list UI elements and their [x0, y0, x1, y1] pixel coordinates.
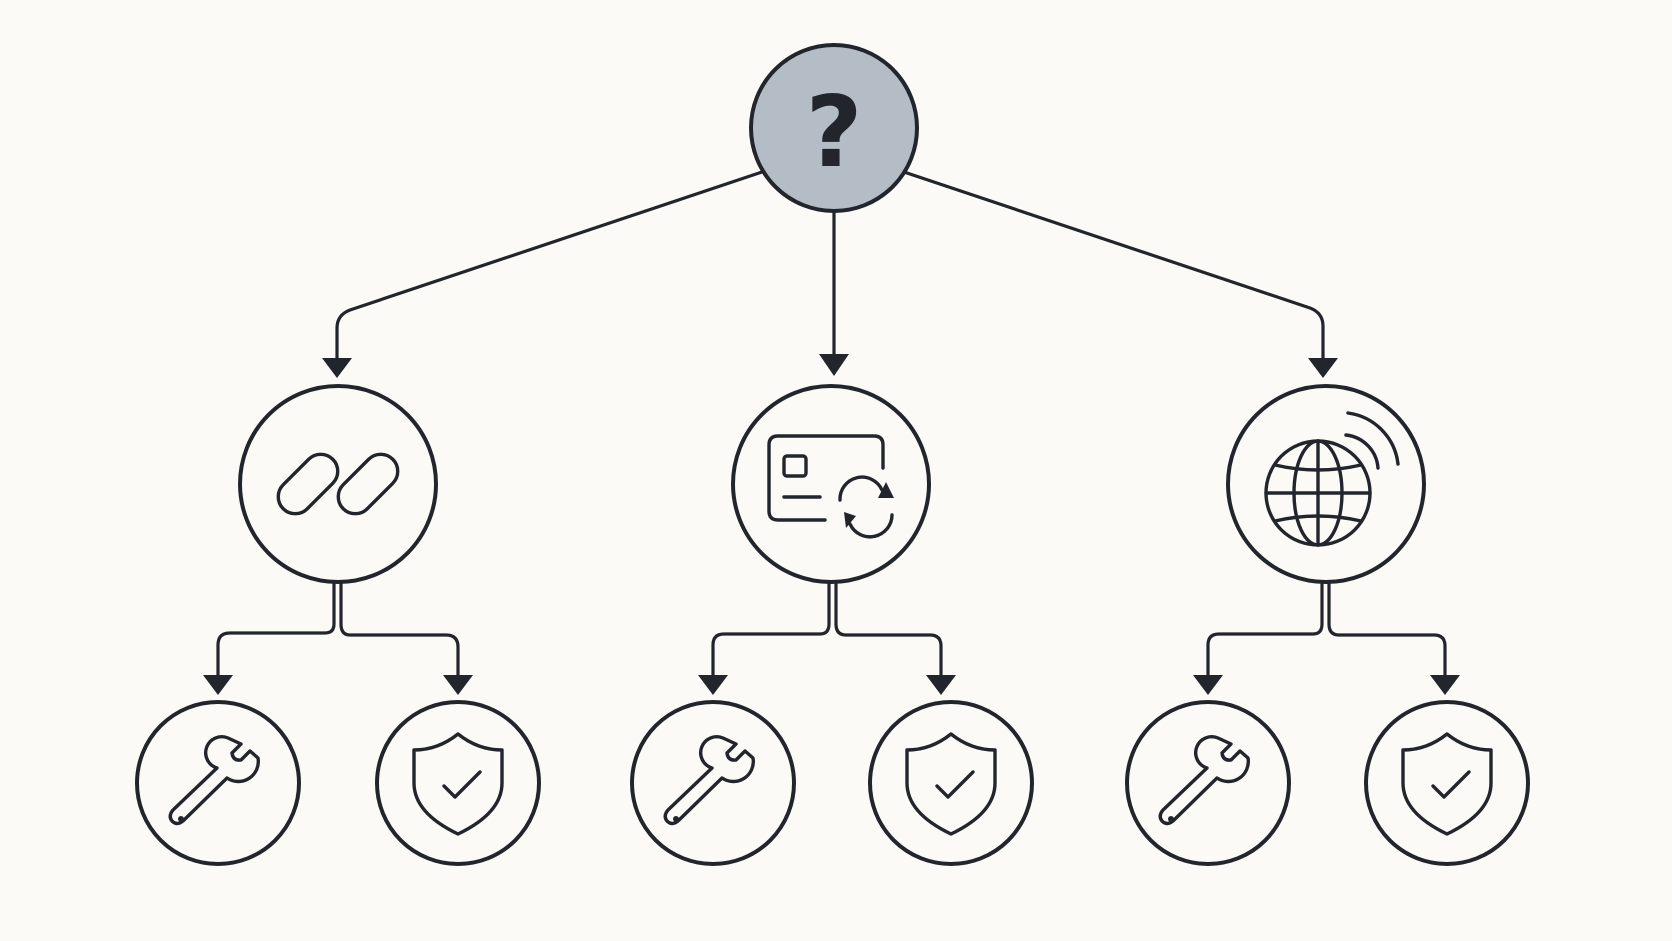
edge-branch-3-child-2 — [1327, 580, 1447, 680]
connectors — [203, 170, 1460, 695]
shield-check-icon — [1401, 732, 1493, 836]
card-sync-icon — [767, 434, 894, 539]
edge-branch-2-child-1 — [711, 580, 831, 680]
arrowhead — [698, 675, 728, 695]
edge-branch-1-child-1 — [216, 580, 336, 680]
shield-check-icon — [905, 732, 997, 836]
leaf-circle — [630, 700, 796, 866]
branch-node-1 — [238, 384, 438, 584]
leaf-circle — [375, 700, 541, 866]
branch-circle — [238, 384, 438, 584]
branch-circle — [731, 384, 931, 584]
leaf-nodes — [135, 700, 1530, 866]
edge-branch-1-child-2 — [339, 580, 460, 680]
branch-node-3 — [1226, 384, 1426, 584]
leaf-circle — [1364, 700, 1530, 866]
arrowhead — [1193, 675, 1223, 695]
root-node: ? — [749, 43, 919, 213]
arrowhead — [1430, 675, 1460, 695]
arrowhead — [443, 675, 473, 695]
wrench-icon — [1158, 735, 1251, 826]
shield-check-icon — [412, 732, 504, 836]
wrench-icon — [168, 735, 261, 826]
leaf-circle — [1125, 700, 1291, 866]
arrowhead — [203, 675, 233, 695]
arrowhead — [1308, 358, 1338, 378]
arrowhead — [819, 354, 849, 376]
arrowhead — [926, 675, 956, 695]
leaf-circle — [868, 700, 1034, 866]
globe-signal-icon — [1264, 411, 1400, 547]
leaf-circle — [135, 700, 301, 866]
root-circle — [749, 43, 919, 213]
arrowhead — [322, 358, 352, 378]
branch-circle — [1226, 384, 1426, 584]
wrench-icon — [663, 735, 756, 826]
edge-branch-2-child-2 — [834, 580, 943, 680]
edge-branch-3-child-1 — [1206, 580, 1324, 680]
branch-node-2 — [731, 384, 931, 584]
edge-root-branch-3 — [902, 170, 1325, 364]
question-mark-icon: ? — [806, 76, 863, 190]
edge-root-branch-1 — [335, 170, 764, 364]
